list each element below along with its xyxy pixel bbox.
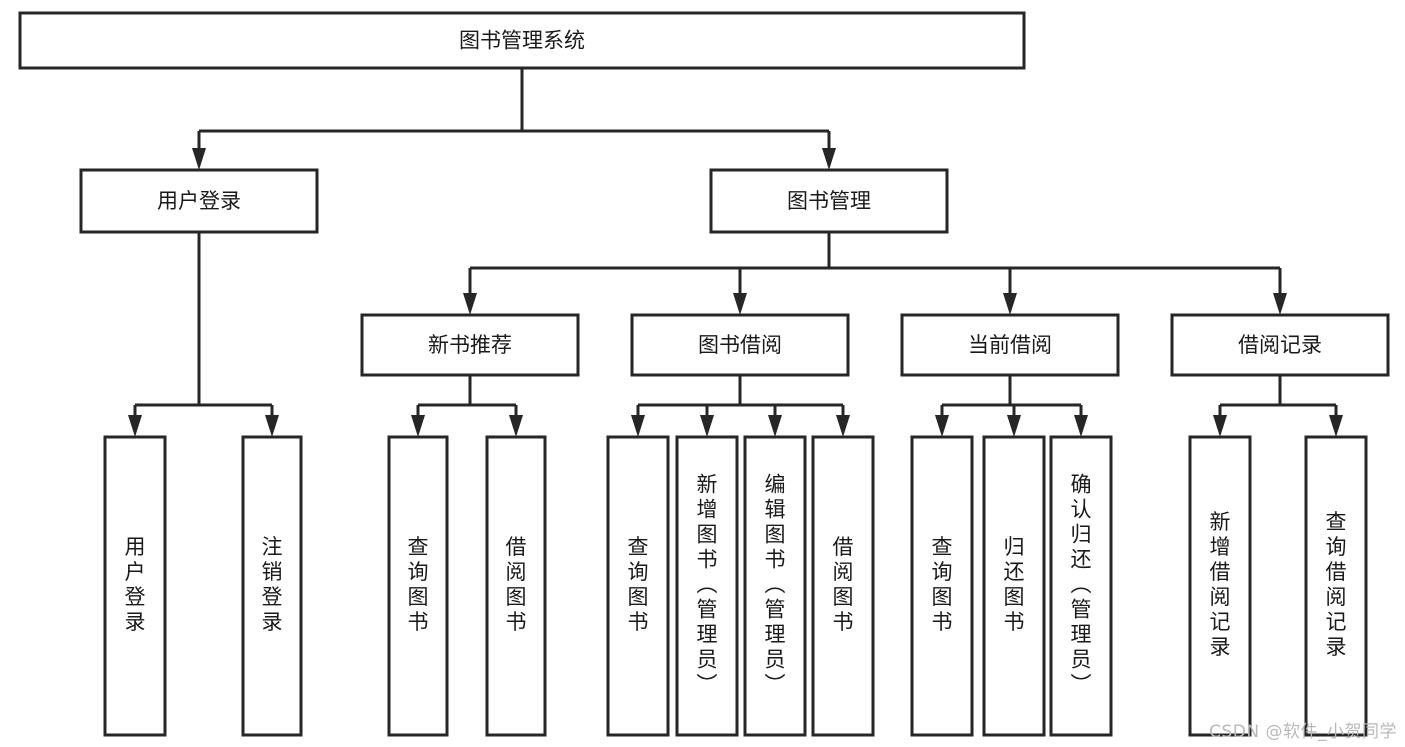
node-current-borrow-box[interactable] bbox=[900, 313, 1120, 377]
arrow-to-leaf-borrow-book-2 bbox=[836, 415, 850, 437]
node-leaf-query-book-3-box[interactable] bbox=[910, 435, 974, 737]
node-leaf-query-book-1-label: 查询图书 bbox=[408, 535, 429, 634]
arrow-to-leaf-user-login bbox=[128, 415, 142, 437]
node-root-label: 图书管理系统 bbox=[459, 29, 585, 53]
node-leaf-borrow-book-2[interactable]: 借阅图书 bbox=[811, 435, 875, 737]
node-leaf-user-login-label: 用户登录 bbox=[125, 535, 146, 634]
node-user-login[interactable]: 用户登录 bbox=[79, 168, 319, 234]
arrow-to-leaf-query-book-3 bbox=[935, 415, 949, 437]
arrow-to-leaf-query-book-2 bbox=[631, 415, 645, 437]
node-new-book-recommend[interactable]: 新书推荐 bbox=[360, 313, 580, 377]
node-leaf-borrow-book-1[interactable]: 借阅图书 bbox=[485, 435, 547, 737]
node-leaf-return-book[interactable]: 归还图书 bbox=[982, 435, 1046, 737]
node-leaf-query-book-2-box[interactable] bbox=[606, 435, 670, 737]
node-leaf-return-book-box[interactable] bbox=[982, 435, 1046, 737]
node-leaf-edit-book[interactable]: 编辑图书︵管理员︶ bbox=[743, 435, 807, 737]
arrow-to-leaf-return-book bbox=[1007, 415, 1021, 437]
node-leaf-borrow-book-2-label: 借阅图书 bbox=[833, 535, 854, 634]
node-leaf-query-record[interactable]: 查询借阅记录 bbox=[1304, 435, 1368, 737]
arrow-to-borrow-record bbox=[1273, 293, 1287, 315]
node-borrow-record-label: 借阅记录 bbox=[1238, 333, 1322, 357]
node-leaf-add-record-label: 新增借阅记录 bbox=[1210, 510, 1231, 659]
node-leaf-add-book-label: 新增图书︵管理员︶ bbox=[697, 473, 718, 697]
node-leaf-query-book-1[interactable]: 查询图书 bbox=[387, 435, 449, 737]
arrow-to-leaf-query-record bbox=[1329, 415, 1343, 437]
node-borrow-record[interactable]: 借阅记录 bbox=[1170, 313, 1390, 377]
node-leaf-borrow-book-2-box[interactable] bbox=[811, 435, 875, 737]
connector-lines-group bbox=[128, 68, 1343, 437]
node-book-borrow-label: 图书借阅 bbox=[698, 333, 782, 357]
node-leaf-add-record[interactable]: 新增借阅记录 bbox=[1188, 435, 1252, 737]
arrow-to-leaf-query-book-1 bbox=[411, 415, 425, 437]
arrow-to-leaf-edit-book bbox=[768, 415, 782, 437]
node-leaf-borrow-book-1-label: 借阅图书 bbox=[506, 535, 527, 634]
node-leaf-query-book-1-box[interactable] bbox=[387, 435, 449, 737]
node-leaf-query-record-box[interactable] bbox=[1304, 435, 1368, 737]
node-leaf-return-book-label: 归还图书 bbox=[1004, 535, 1025, 634]
node-root-box[interactable] bbox=[18, 11, 1026, 70]
node-leaf-borrow-book-1-box[interactable] bbox=[485, 435, 547, 737]
arrow-to-leaf-logout bbox=[265, 415, 279, 437]
node-user-login-box[interactable] bbox=[79, 168, 319, 234]
node-book-borrow[interactable]: 图书借阅 bbox=[630, 313, 850, 377]
arrow-to-new-book-recommend bbox=[463, 293, 477, 315]
node-book-borrow-box[interactable] bbox=[630, 313, 850, 377]
node-leaf-query-book-3[interactable]: 查询图书 bbox=[910, 435, 974, 737]
node-root[interactable]: 图书管理系统 bbox=[18, 11, 1026, 70]
arrow-to-leaf-add-record bbox=[1213, 415, 1227, 437]
node-leaf-user-login[interactable]: 用户登录 bbox=[103, 435, 167, 737]
arrow-to-current-borrow bbox=[1003, 293, 1017, 315]
node-current-borrow[interactable]: 当前借阅 bbox=[900, 313, 1120, 377]
node-book-manage-label: 图书管理 bbox=[787, 189, 871, 213]
node-leaf-confirm-return-box[interactable] bbox=[1049, 435, 1113, 737]
arrow-to-leaf-add-book bbox=[700, 415, 714, 437]
node-user-login-label: 用户登录 bbox=[157, 189, 241, 213]
node-leaf-confirm-return-label: 确认归还︵管理员︶ bbox=[1071, 473, 1092, 697]
arrow-to-leaf-borrow-book-1 bbox=[509, 415, 523, 437]
node-book-manage-box[interactable] bbox=[709, 168, 949, 234]
node-leaf-logout[interactable]: 注销登录 bbox=[241, 435, 303, 737]
node-leaf-confirm-return[interactable]: 确认归还︵管理员︶ bbox=[1049, 435, 1113, 737]
node-new-book-recommend-box[interactable] bbox=[360, 313, 580, 377]
arrow-to-user-login bbox=[192, 148, 206, 170]
node-leaf-query-book-2-label: 查询图书 bbox=[628, 535, 649, 634]
node-leaf-user-login-box[interactable] bbox=[103, 435, 167, 737]
node-leaf-query-record-label: 查询借阅记录 bbox=[1326, 510, 1347, 659]
node-leaf-add-record-box[interactable] bbox=[1188, 435, 1252, 737]
watermark-label: CSDN @软件_小贺同学 bbox=[1209, 722, 1397, 742]
node-new-book-recommend-label: 新书推荐 bbox=[428, 333, 512, 357]
node-leaf-edit-book-box[interactable] bbox=[743, 435, 807, 737]
node-leaf-add-book-box[interactable] bbox=[675, 435, 739, 737]
node-leaf-logout-box[interactable] bbox=[241, 435, 303, 737]
arrow-to-book-borrow bbox=[733, 293, 747, 315]
node-current-borrow-label: 当前借阅 bbox=[968, 333, 1052, 357]
nodes-group: 图书管理系统用户登录图书管理新书推荐图书借阅当前借阅借阅记录用户登录注销登录查询… bbox=[18, 11, 1390, 737]
node-leaf-edit-book-label: 编辑图书︵管理员︶ bbox=[765, 473, 786, 697]
node-leaf-query-book-3-label: 查询图书 bbox=[932, 535, 953, 634]
arrow-to-leaf-confirm-return bbox=[1074, 415, 1088, 437]
node-leaf-add-book[interactable]: 新增图书︵管理员︶ bbox=[675, 435, 739, 737]
node-leaf-logout-label: 注销登录 bbox=[262, 535, 283, 634]
node-book-manage[interactable]: 图书管理 bbox=[709, 168, 949, 234]
arrow-to-book-manage bbox=[822, 148, 836, 170]
node-borrow-record-box[interactable] bbox=[1170, 313, 1390, 377]
node-leaf-query-book-2[interactable]: 查询图书 bbox=[606, 435, 670, 737]
